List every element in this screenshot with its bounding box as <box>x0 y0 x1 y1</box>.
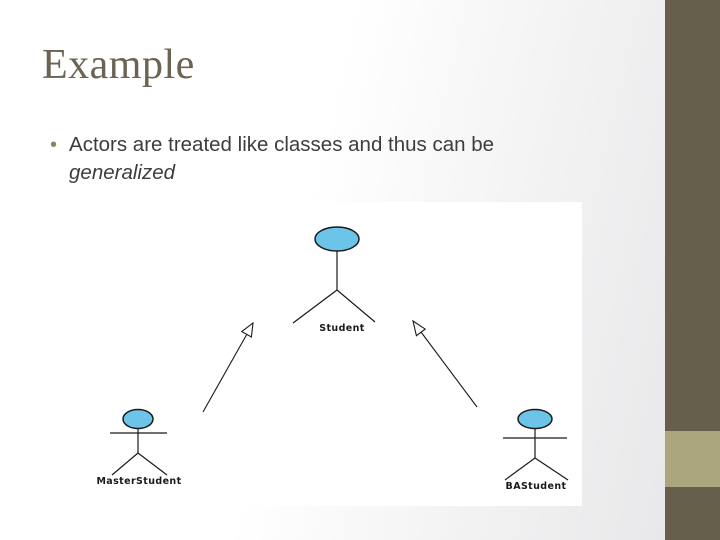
actor-ba-student-right-leg <box>534 457 569 481</box>
bullet-text: Actors are treated like classes and thus… <box>69 131 494 187</box>
actor-student-label: Student <box>319 323 365 334</box>
actor-ba-student-head <box>517 408 553 430</box>
sidebar-accent-square <box>665 431 720 487</box>
generalization-arrowhead-right <box>412 319 427 337</box>
generalization-arrow-left <box>202 321 254 413</box>
generalization-line-right <box>420 331 478 408</box>
generalization-arrow-right <box>412 319 478 408</box>
bullet-text-line1: Actors are treated like classes and thus… <box>69 133 495 156</box>
generalization-arrowhead-left <box>240 321 254 338</box>
slide-title: Example <box>42 42 195 88</box>
actor-master-student-left-leg <box>111 452 139 476</box>
actor-student-left-leg <box>292 289 338 324</box>
actor-ba-student-left-leg <box>504 457 536 481</box>
actor-student-right-leg <box>336 289 376 323</box>
actor-master-student: MasterStudent <box>96 408 181 487</box>
bullet-marker: • <box>50 134 58 156</box>
actor-master-student-right-leg <box>137 452 168 476</box>
slide-sidebar <box>665 0 720 540</box>
actor-student-head <box>314 226 360 252</box>
actor-ba-student-label: BAStudent <box>506 481 567 492</box>
uml-actor-diagram-canvas: Student MasterStudent BAStudent <box>96 226 569 492</box>
actor-master-student-head <box>122 408 154 430</box>
actor-ba-student: BAStudent <box>503 408 569 492</box>
bullet-text-line2: generalized <box>69 161 176 184</box>
uml-actor-diagram: Student MasterStudent BAStudent <box>88 202 582 506</box>
bullet-item: • Actors are treated like classes and th… <box>46 131 606 187</box>
generalization-line-left <box>202 333 248 413</box>
actor-student: Student <box>292 226 376 334</box>
actor-master-student-label: MasterStudent <box>96 476 181 487</box>
